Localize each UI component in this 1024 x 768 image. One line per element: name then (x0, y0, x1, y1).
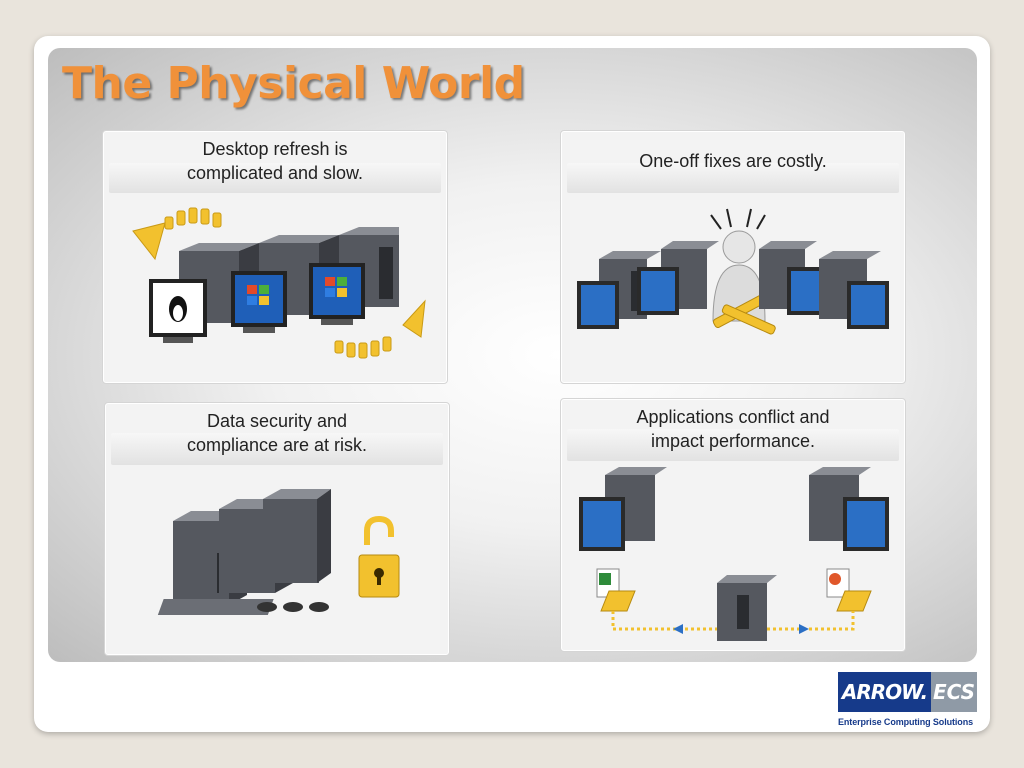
data-security-illustration (157, 489, 400, 615)
caption-line: impact performance. (650, 431, 816, 451)
caption-line: One-off fixes are costly. (639, 151, 827, 171)
excel-file-icon (596, 568, 620, 598)
panel-applications-conflict: Applications conflict and impact perform… (560, 398, 906, 652)
workstation-icon (579, 467, 667, 551)
applications-conflict-illustration (579, 467, 889, 641)
folder-icon (600, 590, 636, 612)
logo-tagline: Enterprise Computing Solutions (838, 717, 974, 727)
windows-monitor-icon (231, 271, 287, 333)
panel-caption: Desktop refresh is complicated and slow. (109, 137, 441, 185)
workstation-icon (809, 467, 889, 551)
caption-line: compliance are at risk. (186, 435, 368, 455)
caption-bar (109, 163, 441, 193)
desktop-refresh-illustration (132, 207, 426, 359)
slide-title: The Physical World (62, 58, 525, 109)
caption-bar (567, 163, 899, 193)
monitor-icon (847, 281, 889, 329)
caption-line: Applications conflict and (636, 407, 830, 427)
windows-monitor-icon (309, 263, 365, 325)
disk-array-icon (157, 599, 329, 615)
arrow-ecs-logo: ARROW. ECS Enterprise Computing Solution… (838, 672, 978, 730)
caption-line: Desktop refresh is (202, 139, 348, 159)
caption-line: complicated and slow. (186, 163, 364, 183)
server-icon (263, 489, 331, 583)
panel-caption: Data security and compliance are at risk… (111, 409, 443, 457)
arrow-right-icon (799, 624, 809, 634)
panel-one-off-fixes: One-off fixes are costly. (560, 130, 906, 384)
monitor-icon (637, 267, 679, 315)
linux-monitor-icon (149, 279, 207, 343)
connector-line (611, 611, 855, 631)
padlock-icon (358, 515, 400, 598)
powerpoint-file-icon (826, 568, 850, 598)
caption-line: Data security and (206, 411, 348, 431)
panel-caption: One-off fixes are costly. (567, 149, 899, 173)
logo-brand: ARROW. (838, 672, 931, 712)
one-off-fixes-illustration (577, 208, 889, 335)
arrow-left-icon (673, 624, 683, 634)
refresh-arrow-icon (132, 207, 222, 261)
logo-suffix: ECS (931, 672, 977, 712)
monitor-icon (577, 281, 619, 329)
refresh-arrow-icon (334, 299, 426, 359)
panel-caption: Applications conflict and impact perform… (567, 405, 899, 453)
caption-bar (567, 429, 899, 461)
caption-bar (111, 433, 443, 465)
server-icon (717, 575, 777, 641)
panel-data-security: Data security and compliance are at risk… (104, 402, 450, 656)
panel-desktop-refresh: Desktop refresh is complicated and slow. (102, 130, 448, 384)
